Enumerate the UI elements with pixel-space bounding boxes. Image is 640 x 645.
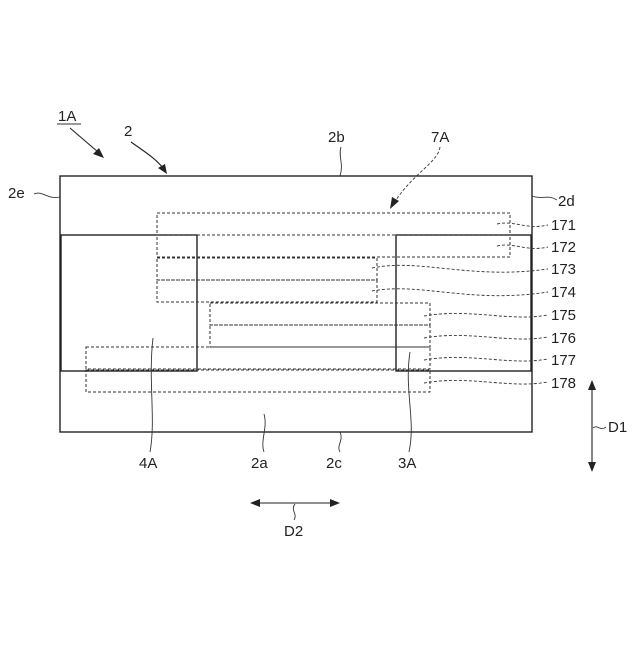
direction-D2-leader [293,504,295,520]
element-body-2 [60,176,532,432]
layer-171 [157,213,510,235]
direction-D2-arrowhead-right [330,499,340,507]
label-3A: 3A [398,455,416,472]
layer-178 [86,370,430,392]
leader-177 [424,357,548,361]
direction-D1-arrowhead-up [588,380,596,390]
label-2e: 2e [8,185,25,202]
direction-D1-arrowhead-down [588,462,596,472]
label-2b: 2b [328,129,345,146]
label-2: 2 [124,123,132,140]
label-172: 172 [551,239,576,256]
layer-172 [157,235,510,257]
terminal-4A [61,235,197,371]
layer-175 [210,303,430,325]
direction-D2-arrowhead-left [250,499,260,507]
label-D2: D2 [284,523,303,540]
label-7A-arrow [396,147,440,200]
leader-173 [372,265,548,272]
label-174: 174 [551,284,576,301]
label-2a-leader [263,414,265,452]
label-178: 178 [551,375,576,392]
label-4A: 4A [139,455,157,472]
layer-176 [210,325,430,347]
label-2b-leader [340,147,341,176]
leader-171 [497,223,548,226]
label-1A: 1A [58,108,76,125]
label-3A-leader [408,352,411,452]
label-4A-leader [150,338,153,452]
leader-178 [424,380,548,384]
label-2d-leader [532,196,557,200]
label-176: 176 [551,330,576,347]
leader-176 [424,335,548,339]
label-173: 173 [551,261,576,278]
label-171: 171 [551,217,576,234]
layer-174 [157,280,377,302]
layer-173 [157,258,377,280]
label-2c: 2c [326,455,342,472]
label-D1: D1 [608,419,627,436]
label-2-arrow [131,142,163,168]
label-2c-leader [339,432,341,452]
leader-172 [497,245,548,248]
label-7A: 7A [431,129,449,146]
label-2-arrowhead [158,164,167,174]
label-175: 175 [551,307,576,324]
label-2d: 2d [558,193,575,210]
label-1A-arrow [70,128,98,152]
label-7A-arrowhead [390,197,399,209]
leader-175 [424,313,548,317]
direction-D1-leader [593,427,606,429]
label-2a: 2a [251,455,268,472]
label-2e-leader [34,193,60,198]
leader-174 [372,289,548,296]
label-177: 177 [551,352,576,369]
layer-177 [86,347,430,369]
